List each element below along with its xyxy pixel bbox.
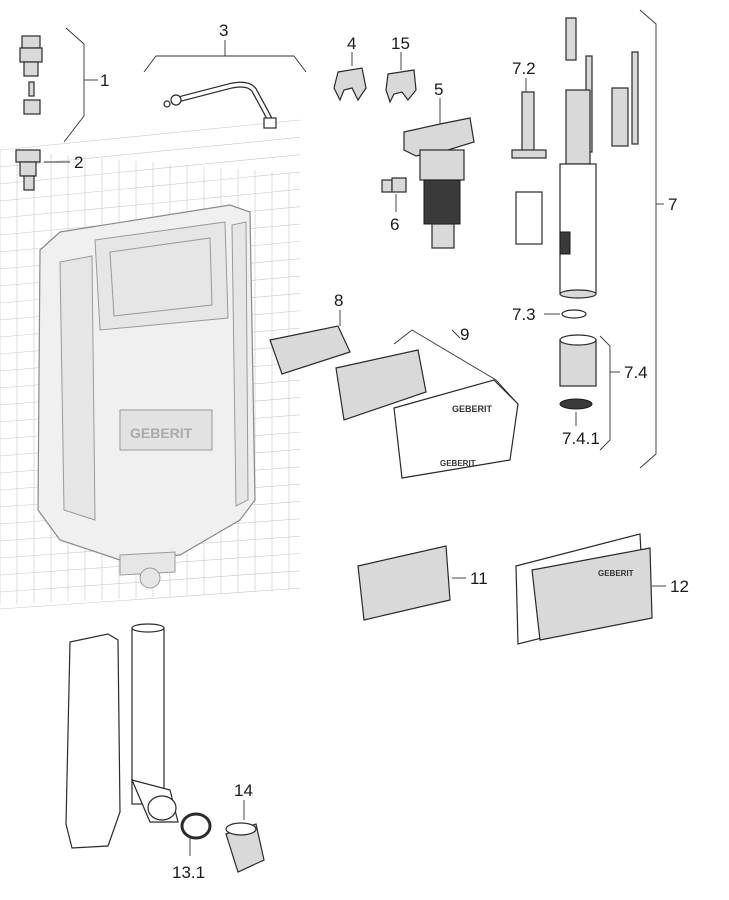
part-6-adapter — [381, 177, 407, 193]
callout-7-3: 7.3 — [512, 305, 536, 324]
part-2-connector — [15, 149, 41, 191]
callout-11: 11 — [470, 569, 488, 588]
callout-6: 6 — [390, 215, 399, 234]
part-14-sleeve — [225, 822, 265, 873]
callout-3: 3 — [219, 21, 228, 40]
callout-7-4-1: 7.4.1 — [562, 429, 600, 448]
plate-9-brand-top: GEBERIT — [452, 404, 493, 414]
part-15-clip — [385, 69, 417, 104]
part-3-supply-hose — [163, 81, 277, 129]
callout-4: 4 — [347, 34, 356, 53]
part-4-clip — [333, 67, 367, 102]
part-12-actuator-plate: GEBERIT — [515, 533, 653, 645]
leader-lines — [44, 9, 666, 856]
part-7-4-1-gasket — [559, 398, 593, 410]
drain-pipe — [130, 623, 179, 823]
callout-7: 7 — [668, 195, 677, 214]
part-1-stop-valve — [19, 35, 43, 115]
cistern-brand: GEBERIT — [130, 425, 193, 441]
callout-15: 15 — [391, 34, 410, 53]
part-7-3-seal — [561, 309, 587, 319]
callout-7-4: 7.4 — [624, 363, 648, 382]
grid-line — [0, 171, 301, 202]
callout-labels: 1 2 3 4 15 5 6 7.2 7 7.3 7.4 7.4.1 8 9 1… — [74, 21, 689, 882]
callout-13-1: 13.1 — [172, 863, 205, 882]
grid-line — [0, 154, 301, 185]
part-7-flush-valve — [559, 17, 639, 299]
callout-12: 12 — [670, 577, 689, 596]
callout-9: 9 — [460, 325, 469, 344]
callout-2: 2 — [74, 153, 83, 172]
grid-line — [0, 137, 301, 168]
drain-bracket — [65, 633, 121, 849]
part-9-protection-plate: GEBERIT GEBERIT — [335, 349, 519, 479]
part-13-1-seal-ring — [180, 812, 212, 840]
plate-9-brand-bottom: GEBERIT — [440, 459, 476, 468]
part-7-2-lifting-rod — [511, 91, 547, 245]
callout-7-2: 7.2 — [512, 59, 536, 78]
callout-8: 8 — [334, 291, 343, 310]
grid-line — [0, 587, 301, 610]
callout-14: 14 — [234, 781, 253, 800]
callout-5: 5 — [434, 80, 443, 99]
grid-line — [0, 119, 301, 151]
part-7-4-valve-bell — [559, 334, 597, 387]
grid-line — [0, 189, 301, 219]
part-11-frame — [357, 545, 451, 621]
plate-12-brand: GEBERIT — [598, 569, 634, 578]
part-8-bracket — [269, 325, 351, 375]
cistern-body: GEBERIT — [37, 204, 256, 589]
part-5-fill-valve — [403, 117, 475, 249]
callout-1: 1 — [100, 71, 109, 90]
